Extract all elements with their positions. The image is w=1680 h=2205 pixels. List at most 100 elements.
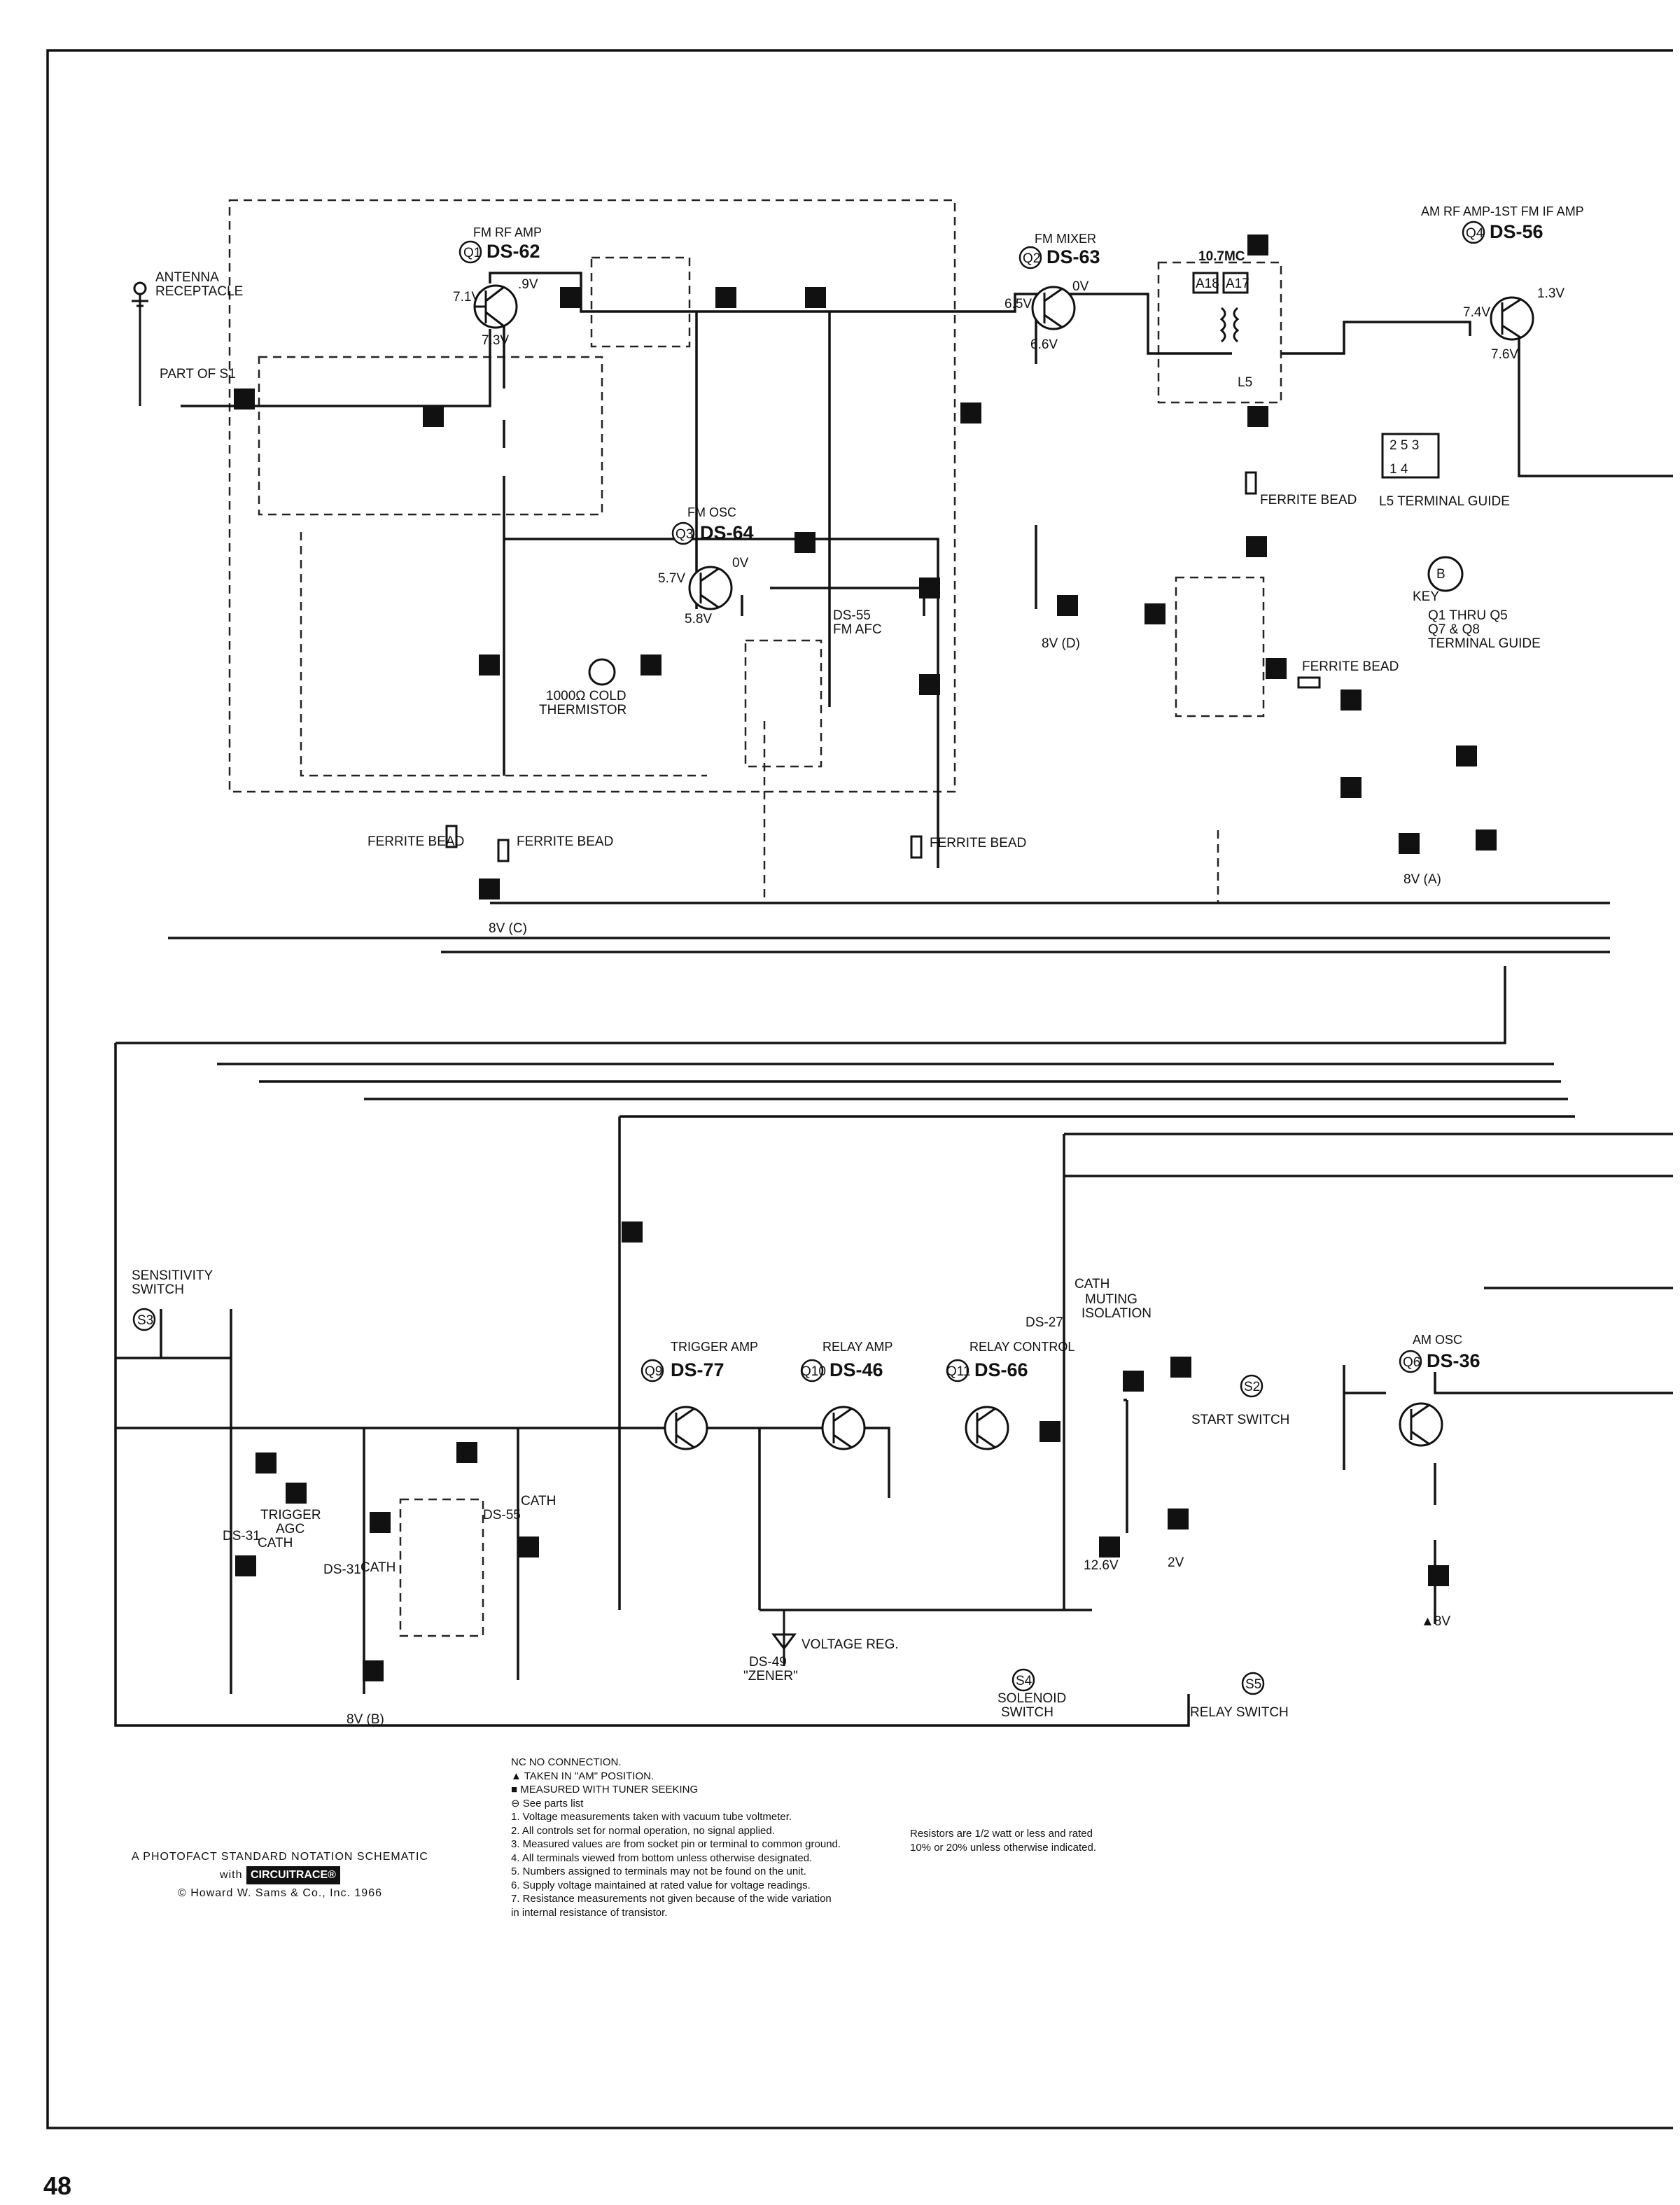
test-point: [715, 287, 736, 308]
q1-q5-label: Q1 THRU Q5: [1428, 608, 1508, 623]
antenna-receptacle-icon: [133, 281, 147, 295]
s2-ref: S2: [1244, 1380, 1260, 1394]
s3-ref: S3: [137, 1313, 153, 1328]
q1-badge: [458, 240, 482, 264]
page-frame: [46, 49, 1673, 2129]
fm-mixer-wiring: [980, 293, 1232, 609]
sensitivity-switch: SENSITIVITY SWITCH S3: [115, 1268, 620, 1429]
note-line: ⊖ See parts list: [511, 1797, 584, 1809]
test-point: [794, 532, 816, 553]
fm-rf-wiring: [181, 272, 980, 776]
q10-type: DS-46: [830, 1359, 883, 1380]
fm-afc-label: FM AFC: [833, 622, 882, 637]
q10-symbol: [832, 1407, 853, 1449]
supply-8v-b: 8V (B): [346, 1712, 384, 1727]
am-osc-wiring: [1343, 1287, 1673, 1624]
muting-label-2: ISOLATION: [1082, 1306, 1152, 1321]
test-point: [1099, 1536, 1120, 1558]
ferrite-bead-label: FERRITE BEAD: [1260, 493, 1357, 507]
q2-type: DS-63: [1046, 246, 1100, 267]
q6-badge: [1399, 1350, 1422, 1373]
q11-ref: Q11: [946, 1364, 971, 1379]
l5-terminal-guide-label: L5 TERMINAL GUIDE: [1379, 494, 1510, 509]
ferrite-bead-label: FERRITE BEAD: [517, 834, 613, 849]
test-point: [1057, 595, 1078, 616]
x10-type: DS-31: [323, 1562, 361, 1577]
q2-symbol: [1043, 287, 1063, 329]
antenna-coil-shield: [258, 356, 603, 516]
osc-feed-wiring: [504, 538, 939, 868]
photofact-credit: A PHOTOFACT STANDARD NOTATION SCHEMATIC …: [112, 1848, 448, 1903]
supply-2v: 2V: [1168, 1555, 1184, 1570]
note-line: 5. Numbers assigned to terminals may not…: [511, 1865, 806, 1877]
test-point: [234, 388, 255, 410]
credit-with: with: [220, 1869, 243, 1881]
test-point: [1123, 1371, 1144, 1392]
q6-symbol: [1410, 1404, 1430, 1446]
q3-badge: [671, 522, 695, 545]
am-rf-amp-section: AM RF AMP-1ST FM IF AMP Q4 DS-56 7.4V 1.…: [1421, 204, 1584, 362]
zener-symbol: [771, 1610, 797, 1666]
note-line: 3. Measured values are from socket pin o…: [511, 1838, 841, 1850]
supply-8v-d: 8V (D): [1042, 636, 1080, 651]
note-line: ▲ TAKEN IN "AM" POSITION.: [511, 1770, 654, 1782]
l5-shield: [1157, 261, 1282, 404]
q1-b-voltage: 7.1V: [453, 290, 480, 304]
start-switch-label: START SWITCH: [1191, 1413, 1289, 1427]
note-line: 4. All terminals viewed from bottom unle…: [511, 1851, 813, 1864]
muting-label-1: MUTING: [1085, 1292, 1138, 1307]
shield-trace-2: [763, 721, 1219, 904]
antenna-receptacle: ANTENNA RECEPTACLE PART OF S1: [132, 270, 243, 406]
receptacle-label: RECEPTACLE: [155, 284, 243, 299]
test-point: [1428, 1565, 1449, 1586]
q3-e-voltage: 5.8V: [685, 612, 712, 626]
x9-cath-label: CATH: [258, 1536, 293, 1550]
mc-label: 10.7MC: [1198, 249, 1245, 264]
fm-mixer-section: FM MIXER Q2 DS-63 6.5V 0V 6.6V: [1004, 232, 1100, 352]
q3-symbol: [699, 567, 720, 609]
credit-copyright: © Howard W. Sams & Co., Inc. 1966: [178, 1887, 382, 1899]
note-line: 7. Resistance measurements not given bec…: [511, 1893, 832, 1905]
a17-box: [1222, 272, 1249, 294]
section-title: RELAY AMP: [822, 1340, 892, 1354]
note-line: 2. All controls set for normal operation…: [511, 1824, 775, 1837]
q4-c-voltage: 1.3V: [1537, 286, 1564, 301]
x12-type: DS-27: [1026, 1315, 1063, 1330]
s4-ref: S4: [1016, 1674, 1032, 1688]
thermistor-label-1: 1000Ω COLD: [546, 689, 626, 704]
relay-k1-core: [1124, 1399, 1128, 1533]
test-point: [479, 878, 500, 899]
l5-pins-top: 2 5 3: [1390, 438, 1419, 453]
q4-type: DS-56: [1490, 221, 1544, 242]
supply-12v: 12.6V: [1084, 1558, 1119, 1573]
resistor-note-line: 10% or 20% unless otherwise indicated.: [910, 1842, 1096, 1854]
test-point: [805, 287, 826, 308]
q1-symbol: [475, 286, 505, 328]
part-of-s1-label: PART OF S1: [160, 367, 236, 382]
key-pins: B: [1436, 567, 1446, 582]
l5-pins-bottom: 1 4: [1390, 462, 1408, 477]
note-line: in internal resistance of transistor.: [511, 1906, 668, 1919]
l2-shield: [590, 256, 691, 348]
bus-wiring-lower: [115, 966, 1575, 1118]
terminal-guides: 2 5 3 1 4 L5 TERMINAL GUIDE B KEY Q1 THR…: [1379, 433, 1541, 651]
test-point: [1040, 1421, 1060, 1442]
bus-return-wiring: [114, 1043, 1190, 1727]
q9-symbol: [675, 1407, 695, 1449]
section-title: FM OSC: [687, 505, 736, 519]
q6-type: DS-36: [1427, 1350, 1480, 1371]
a18-box: [1192, 272, 1219, 294]
relay-amp-section: RELAY AMP Q10 DS-46: [800, 1340, 892, 1450]
ferrite-beads-top: FERRITE BEAD FERRITE BEAD FERRITE BEAD F…: [368, 471, 1399, 862]
antenna-lead: [132, 294, 148, 406]
x11-cath-label: CATH: [521, 1494, 556, 1508]
q2-ref: Q2: [1023, 251, 1040, 266]
q9-badge: [640, 1359, 664, 1382]
muting-bus-wiring: [1063, 1133, 1673, 1610]
q4-symbol: [1501, 298, 1521, 339]
ferrite-bead-label: FERRITE BEAD: [368, 834, 464, 849]
test-point: [560, 287, 581, 308]
terminal-guide-label: TERMINAL GUIDE: [1428, 636, 1541, 651]
l7-shield: [1175, 576, 1265, 718]
relay-switches: START SWITCH RELAY SWITCH SOLENOID SWITC…: [997, 1374, 1289, 1720]
